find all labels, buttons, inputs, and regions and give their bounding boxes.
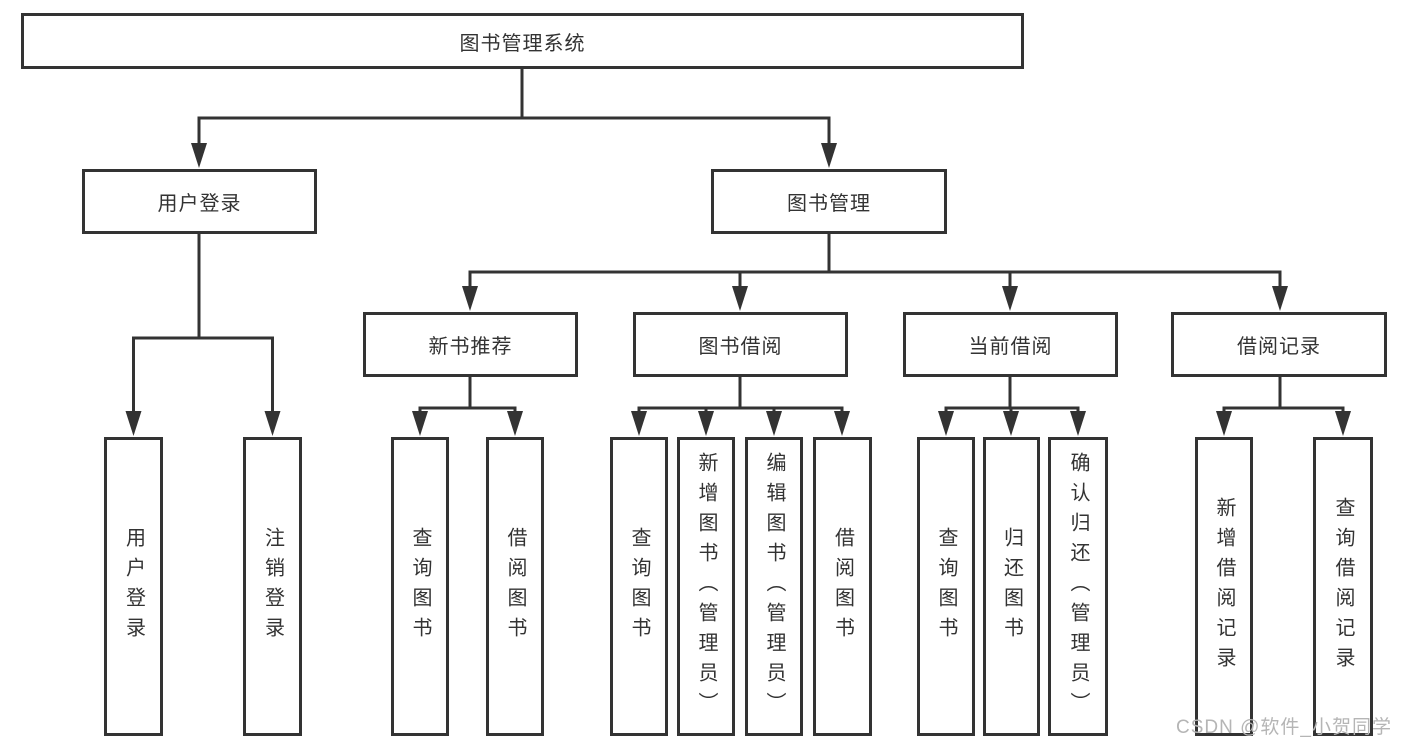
connector-root-split (191, 68, 837, 168)
leaf-add-book-admin: 新增图书（管理员） (677, 437, 735, 736)
node-label: 图书借阅 (698, 336, 783, 358)
arrow-down-icon (834, 411, 850, 436)
leaf-edit-book-admin: 编辑图书（管理员） (745, 437, 803, 736)
node-label: 借阅图书 (504, 526, 526, 647)
connector-user-login-split (125, 234, 281, 436)
node-book-management: 图书管理 (711, 169, 947, 234)
arrow-down-icon (1272, 286, 1288, 311)
arrow-down-icon (412, 411, 428, 436)
connector-borrow-record-split (1216, 377, 1351, 436)
node-label: 用户登录 (122, 526, 145, 647)
leaf-query-books-current: 查询图书 (917, 437, 975, 736)
node-label: 查询图书 (409, 526, 431, 647)
node-label: 注销登录 (261, 526, 284, 647)
node-label: 编辑图书（管理员） (763, 451, 785, 722)
arrow-down-icon (1216, 411, 1232, 436)
node-book-borrowing: 图书借阅 (633, 312, 848, 377)
node-current-borrowing: 当前借阅 (903, 312, 1118, 377)
leaf-query-borrow-record: 查询借阅记录 (1313, 437, 1373, 736)
node-label: 新增图书（管理员） (695, 451, 717, 722)
node-label: 查询图书 (628, 526, 650, 647)
arrow-down-icon (631, 411, 647, 436)
arrow-down-icon (821, 143, 837, 168)
connector-new-book-split (412, 377, 523, 436)
node-label: 新增借阅记录 (1213, 496, 1235, 677)
arrow-down-icon (1070, 411, 1086, 436)
leaf-query-books-borrowing: 查询图书 (610, 437, 668, 736)
node-label: 归还图书 (1000, 526, 1023, 647)
arrow-down-icon (462, 286, 478, 311)
arrow-down-icon (507, 411, 523, 436)
node-label: 当前借阅 (968, 336, 1053, 358)
node-label: 图书管理系统 (459, 32, 586, 55)
node-label: 借阅记录 (1237, 336, 1321, 358)
node-label: 图书管理 (787, 193, 871, 215)
node-label: 借阅图书 (831, 526, 854, 647)
arrow-down-icon (191, 143, 207, 168)
arrow-down-icon (264, 411, 281, 436)
arrow-down-icon (766, 411, 782, 436)
arrow-down-icon (125, 411, 142, 436)
node-label: 确认归还（管理员） (1067, 451, 1089, 722)
arrow-down-icon (698, 411, 714, 436)
node-new-book-recommend: 新书推荐 (363, 312, 578, 377)
leaf-add-borrow-record: 新增借阅记录 (1195, 437, 1253, 736)
node-label: 用户登录 (157, 193, 242, 215)
arrow-down-icon (1003, 411, 1019, 436)
connector-book-mgmt-split (462, 233, 1288, 311)
arrow-down-icon (732, 286, 748, 311)
connector-book-borrow-split (631, 377, 850, 436)
node-label: 查询图书 (935, 526, 957, 647)
connector-current-borrow-split (938, 377, 1086, 436)
csdn-watermark: CSDN @软件_小贺同学 (1176, 717, 1392, 738)
node-label: 新书推荐 (428, 336, 513, 358)
arrow-down-icon (1335, 411, 1351, 436)
leaf-return-book: 归还图书 (983, 437, 1040, 736)
leaf-confirm-return-admin: 确认归还（管理员） (1048, 437, 1108, 736)
leaf-logout: 注销登录 (243, 437, 302, 736)
arrow-down-icon (1002, 286, 1018, 311)
node-library-system: 图书管理系统 (21, 13, 1024, 69)
arrow-down-icon (938, 411, 954, 436)
leaf-query-books-recommend: 查询图书 (391, 437, 449, 736)
leaf-borrow-books-recommend: 借阅图书 (486, 437, 544, 736)
leaf-borrow-books-borrowing: 借阅图书 (813, 437, 872, 736)
node-label: 查询借阅记录 (1332, 496, 1354, 677)
node-user-login: 用户登录 (82, 169, 317, 234)
node-borrow-records: 借阅记录 (1171, 312, 1387, 377)
leaf-user-login: 用户登录 (104, 437, 163, 736)
